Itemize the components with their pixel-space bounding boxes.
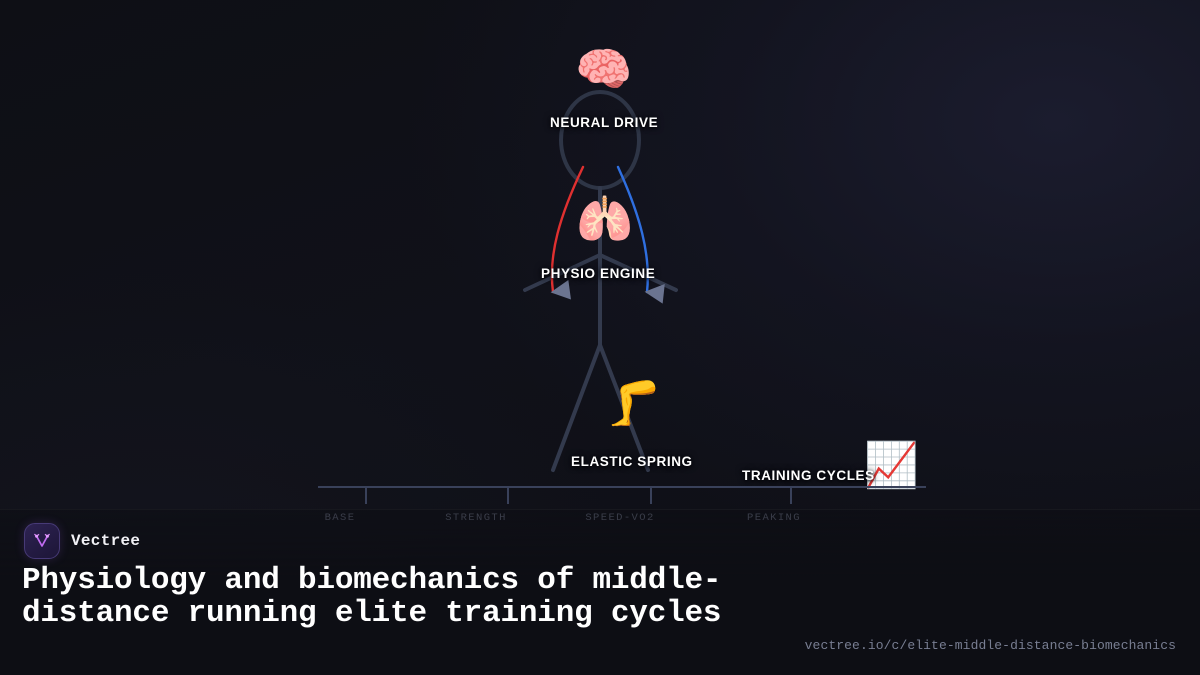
lungs-icon: 🫁: [576, 193, 634, 245]
node-label-physio-engine: PHYSIO ENGINE: [541, 266, 656, 281]
node-label-elastic-spring: ELASTIC SPRING: [571, 454, 693, 469]
timeline-tick: [650, 486, 652, 504]
brand-lockup: Vectree: [24, 523, 140, 559]
figure-leg-left: [551, 343, 602, 472]
chart-increasing-icon: 📈: [864, 441, 919, 490]
timeline-axis: [318, 486, 926, 488]
figure-arm-left: [523, 253, 602, 292]
brain-icon: 🧠: [575, 43, 633, 95]
timeline-tick: [365, 486, 367, 504]
flow-arrow-left: [550, 165, 585, 300]
timeline-tick: [790, 486, 792, 504]
vectree-logo-icon: [24, 523, 60, 559]
site-url: vectree.io/c/elite-middle-distance-biome…: [804, 638, 1176, 653]
node-label-training-cycles: TRAINING CYCLES: [742, 468, 875, 483]
brand-name: Vectree: [71, 532, 141, 550]
page-title: Physiology and biomechanics of middle-di…: [22, 563, 722, 631]
leg-icon: 🦵: [606, 379, 661, 428]
figure-leg-right: [598, 343, 650, 472]
poster-footer: Vectree Physiology and biomechanics of m…: [0, 509, 1200, 675]
flow-arrow-right: [616, 165, 665, 304]
node-label-neural-drive: NEURAL DRIVE: [550, 115, 659, 130]
vectree-mark-svg: [34, 533, 50, 547]
figure-head: [559, 90, 641, 190]
timeline-tick: [507, 486, 509, 504]
